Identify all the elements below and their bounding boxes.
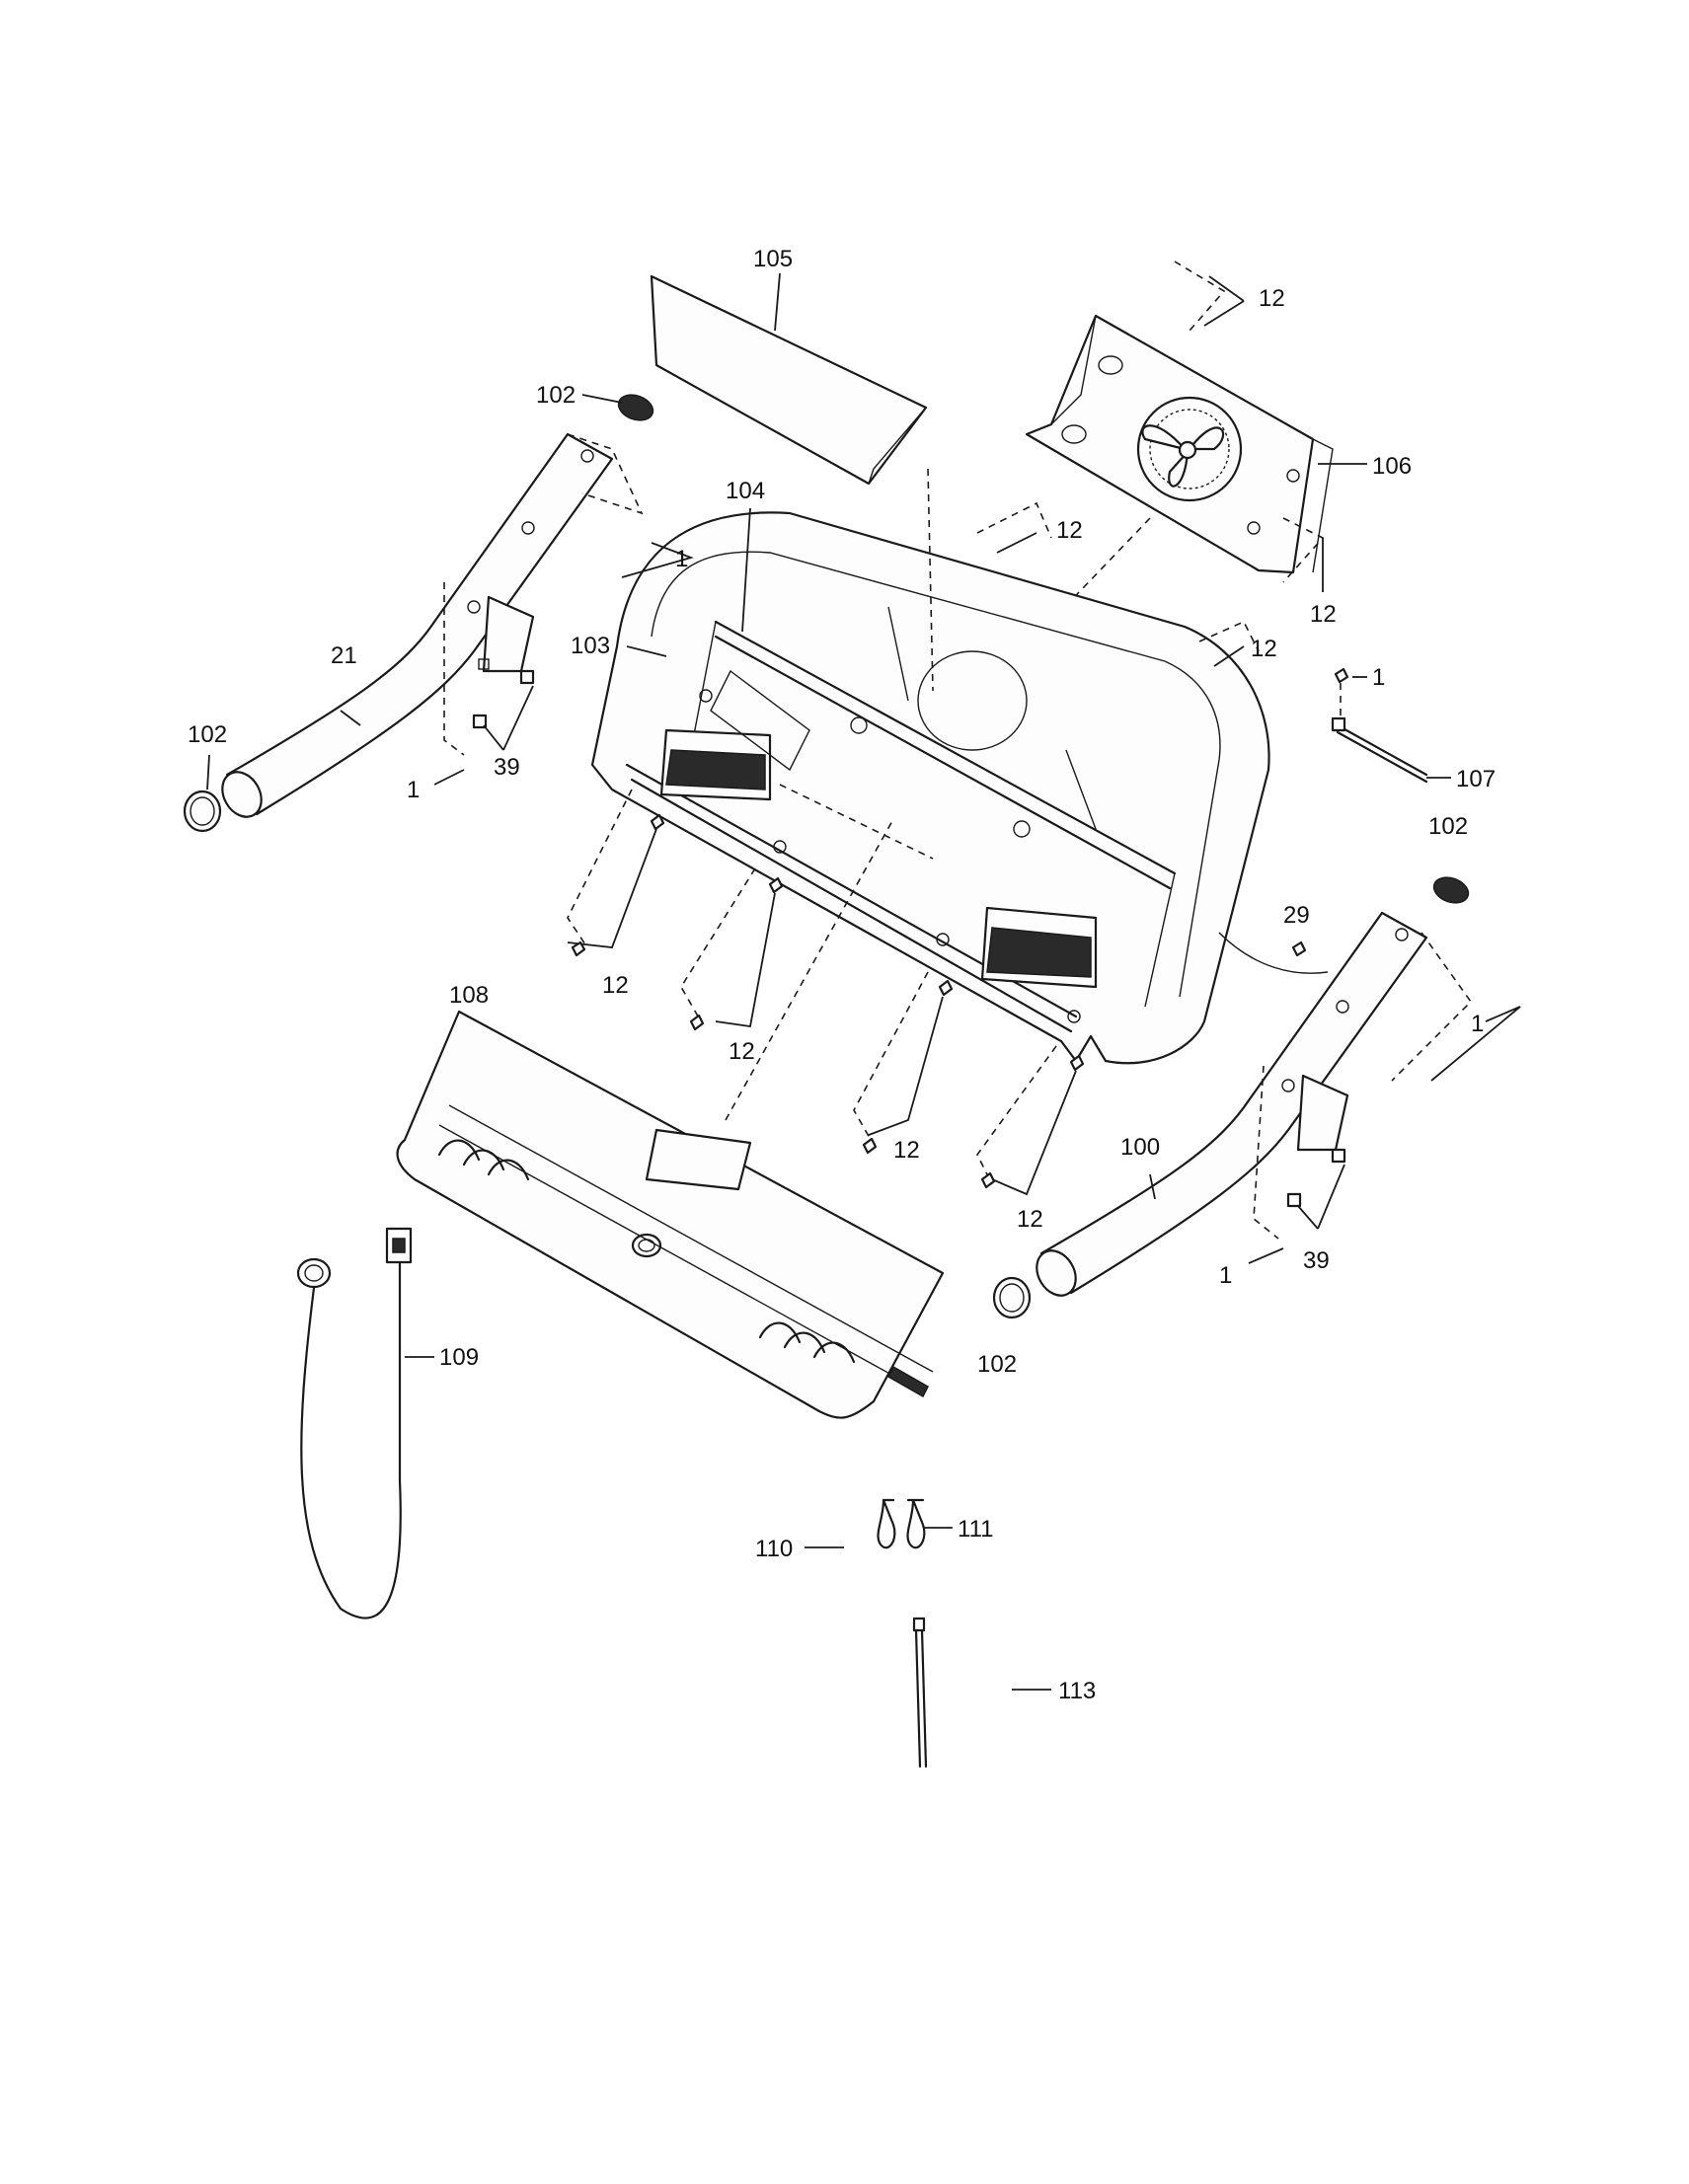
callout-104: 104	[726, 478, 765, 504]
dash-shroud-to-base	[725, 818, 894, 1121]
leader-1-right-lower	[1248, 1247, 1284, 1264]
callout-1-left-upper: 1	[675, 546, 688, 572]
callout-1-screw: 1	[1372, 664, 1385, 691]
callout-12-fan-bottom: 12	[1310, 601, 1337, 628]
fan-blade-3	[1168, 450, 1190, 488]
dash-right-upper	[1391, 932, 1473, 1082]
part-21-left-handlebar	[221, 432, 614, 818]
part-102-cap-right-top	[1432, 876, 1470, 904]
part-100-right-handlebar	[1036, 911, 1428, 1297]
part-39-left-clips	[472, 669, 535, 751]
callout-100: 100	[1120, 1134, 1160, 1161]
bracket-right	[1296, 1074, 1349, 1152]
part-102-cap-left-end	[183, 754, 222, 833]
bracket-left	[482, 595, 535, 673]
dash-window-to-base	[779, 784, 934, 860]
callout-12-right-top: 12	[1251, 636, 1277, 662]
callout-111: 111	[958, 1516, 993, 1543]
part-102-cap-right-end	[992, 1276, 1032, 1319]
callout-12-mid-top: 12	[1056, 517, 1083, 544]
leader-100	[1149, 1173, 1156, 1200]
dash-mid-top	[976, 501, 1052, 539]
callout-103: 103	[571, 633, 610, 659]
fan-grille	[1136, 396, 1243, 502]
part-102-cap-left-top	[581, 394, 654, 421]
leader-12-mid-top	[996, 532, 1037, 554]
callout-1-left-lower: 1	[407, 777, 420, 803]
callout-39-left: 39	[494, 754, 520, 781]
leader-1-left-lower	[433, 769, 465, 786]
part-103-hood	[590, 511, 1270, 1065]
callout-1-right-upper: 1	[1471, 1011, 1484, 1037]
callout-12-bottom-1: 12	[602, 972, 629, 999]
callout-102-left-top: 102	[536, 382, 576, 409]
dash-fan-top	[1174, 261, 1226, 332]
part-113-tie-strap	[912, 1617, 928, 1769]
callout-102-left-end: 102	[188, 721, 227, 748]
dash-right-top	[1198, 620, 1260, 652]
leader-103	[626, 645, 667, 657]
leader-1-right-upper	[1430, 1006, 1521, 1082]
dash-left-lower	[443, 582, 465, 756]
leader-1-left-upper	[621, 542, 694, 578]
dash-fan-to-base	[986, 517, 1151, 692]
callout-109: 109	[439, 1344, 479, 1371]
part-108-console-shroud	[396, 1010, 945, 1419]
callout-102-right-top: 102	[1428, 813, 1468, 840]
part-29-screw	[1218, 932, 1329, 974]
leader-105	[774, 272, 781, 332]
part-105-pad	[650, 274, 928, 486]
leader-12-fan-top	[1203, 275, 1245, 327]
callout-1-right-lower: 1	[1219, 1262, 1232, 1289]
part-109-cable	[296, 1227, 413, 1619]
screw-1	[1334, 667, 1349, 684]
callout-113: 113	[1058, 1678, 1096, 1704]
part-39-right-clips	[1286, 1148, 1346, 1230]
callout-105: 105	[753, 246, 793, 272]
callout-21: 21	[331, 642, 357, 669]
fan-blade-1	[1141, 424, 1187, 451]
callout-110: 110	[755, 1536, 793, 1562]
callout-12-bottom-3: 12	[893, 1137, 920, 1164]
callout-12-bottom-4: 12	[1017, 1206, 1043, 1233]
part-106-fan-housing	[1025, 314, 1334, 574]
shroud-window	[645, 1128, 752, 1191]
leader-104	[741, 507, 751, 633]
dash-pad-to-base	[927, 468, 934, 692]
callout-102-right-end: 102	[977, 1351, 1017, 1378]
part-107-ground-wire	[1331, 667, 1451, 784]
speaker-cutout	[917, 650, 1028, 751]
callout-108: 108	[449, 982, 489, 1009]
callout-29: 29	[1283, 902, 1310, 929]
dash-left-top	[567, 433, 644, 515]
callout-12-fan-top: 12	[1259, 285, 1285, 312]
callout-39-right: 39	[1303, 1247, 1330, 1274]
part-110-111-ties	[877, 1498, 926, 1549]
leader-12-right-top	[1213, 645, 1245, 667]
fan-blade-2	[1188, 426, 1225, 451]
leader-21	[340, 710, 361, 726]
callout-106: 106	[1372, 453, 1412, 480]
callout-12-bottom-2: 12	[729, 1038, 755, 1065]
callout-107: 107	[1456, 766, 1496, 792]
screws-12-bottom	[567, 789, 1085, 1196]
